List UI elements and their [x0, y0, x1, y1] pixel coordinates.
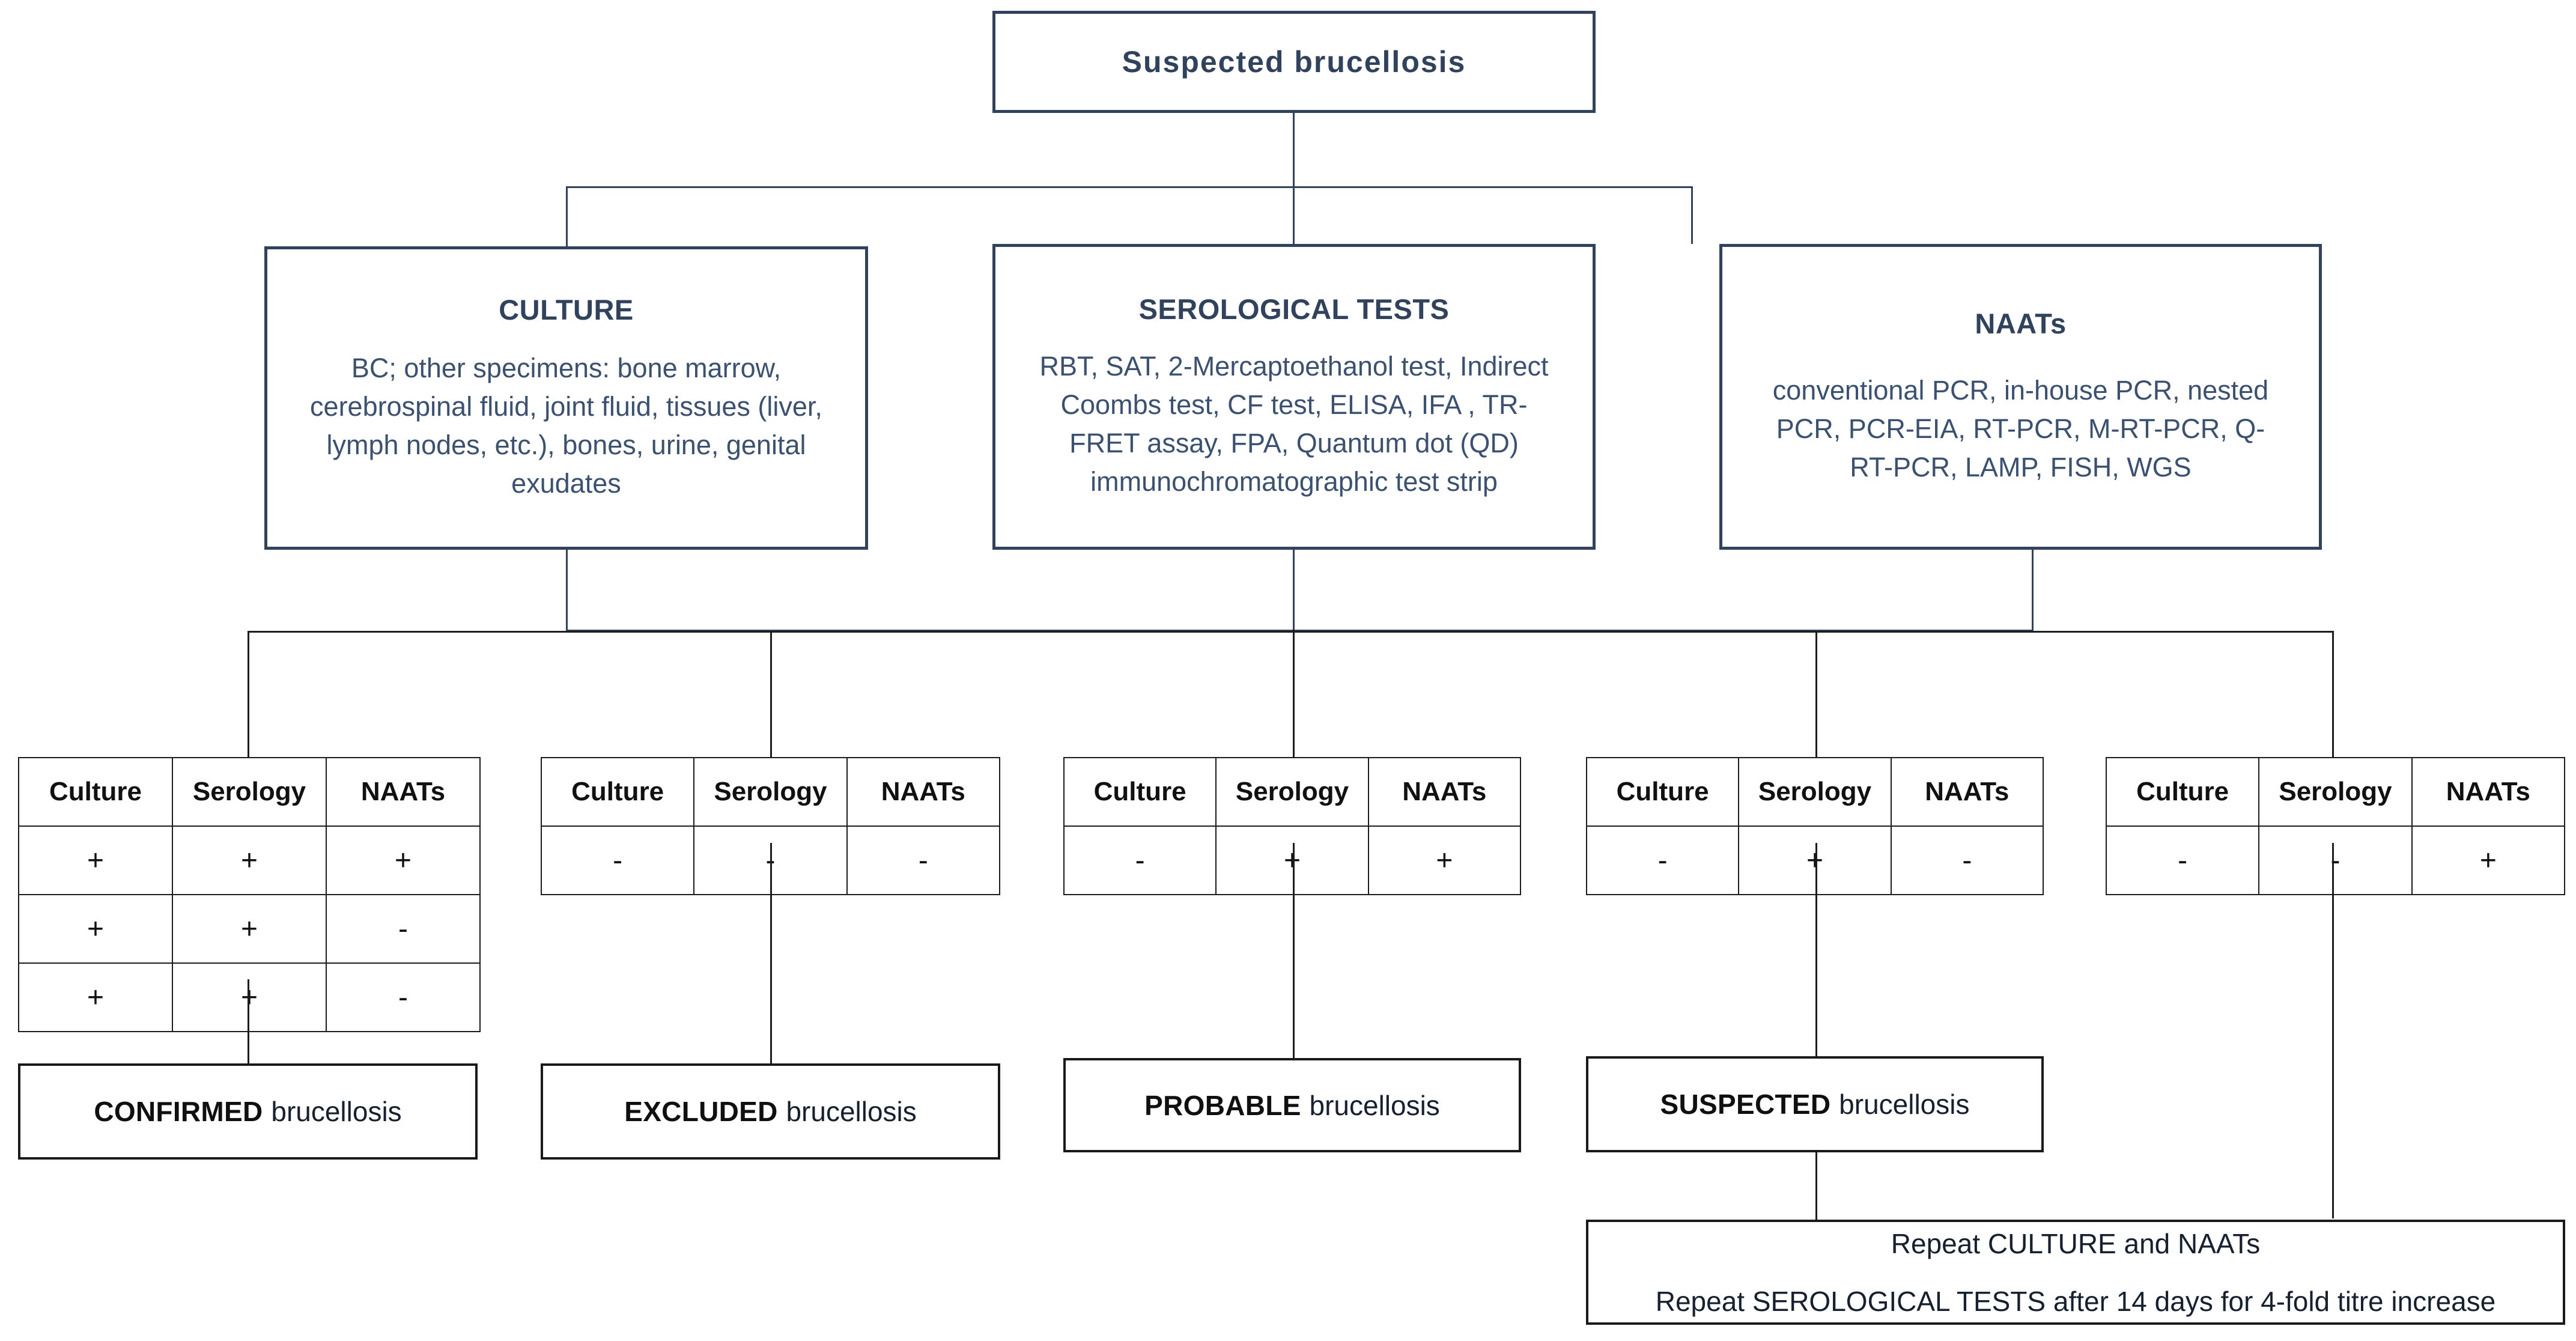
node-culture: CULTURE BC; other specimens: bone marrow…	[264, 246, 868, 550]
result-cell-culture: +	[18, 962, 173, 1032]
connector-table4-to-suspected	[1815, 843, 1817, 1056]
serology-title: SEROLOGICAL TESTS	[1138, 293, 1450, 326]
column-header-culture: Culture	[2105, 757, 2260, 827]
conclusion-suspected-text: brucellosis	[1839, 1089, 1970, 1120]
connector-fanout-to-table-2	[770, 631, 772, 757]
connector-fanout-to-table-5	[2332, 631, 2334, 757]
result-cell-naats: -	[326, 962, 481, 1032]
node-naats: NAATs conventional PCR, in-house PCR, ne…	[1719, 244, 2322, 550]
connector-suspected-to-repeat	[1815, 1152, 1817, 1220]
result-cell-naats: -	[846, 826, 1001, 895]
connector-bus-top	[566, 186, 1692, 188]
table-row: -+-	[1585, 826, 2044, 895]
conclusion-confirmed: CONFIRMED brucellosis	[18, 1063, 478, 1160]
result-cell-serology: +	[172, 962, 327, 1032]
root-title: Suspected brucellosis	[1122, 45, 1466, 79]
serology-body: RBT, SAT, 2-Mercaptoethanol test, Indire…	[1039, 351, 1549, 497]
connector-serology-down	[1293, 550, 1295, 630]
connector-bus-to-culture	[566, 186, 568, 246]
table-row: -++	[1063, 826, 1522, 895]
conclusion-probable-emphasis: PROBABLE	[1144, 1089, 1301, 1121]
result-cell-naats: +	[1367, 826, 1522, 895]
connector-root-down	[1293, 113, 1295, 186]
table-row: --+	[2105, 826, 2566, 895]
column-header-naats: NAATs	[846, 757, 1001, 827]
connector-table3-to-probable	[1293, 843, 1295, 1058]
column-header-culture: Culture	[540, 757, 695, 827]
result-cell-serology: +	[172, 826, 327, 895]
conclusion-excluded-emphasis: EXCLUDED	[624, 1096, 778, 1127]
conclusion-suspected-emphasis: SUSPECTED	[1660, 1089, 1831, 1120]
naats-title: NAATs	[1975, 308, 2067, 340]
column-header-serology: Serology	[1738, 757, 1892, 827]
result-cell-culture: -	[1585, 826, 1740, 895]
column-header-serology: Serology	[2258, 757, 2413, 827]
table-row: ++-	[18, 962, 481, 1032]
column-header-serology: Serology	[693, 757, 848, 827]
table-row: +++	[18, 826, 481, 895]
result-cell-culture: +	[18, 894, 173, 964]
connector-naats-down	[2032, 550, 2034, 630]
result-cell-culture: -	[2105, 826, 2260, 895]
naats-body: conventional PCR, in-house PCR, nested P…	[1772, 375, 2269, 482]
conclusion-suspected: SUSPECTED brucellosis	[1586, 1056, 2044, 1152]
result-cell-naats: -	[1890, 826, 2044, 895]
node-repeat-instructions: Repeat CULTURE and NAATs Repeat SEROLOGI…	[1586, 1220, 2565, 1325]
column-header-culture: Culture	[1585, 757, 1740, 827]
column-header-serology: Serology	[172, 757, 327, 827]
column-header-naats: NAATs	[326, 757, 481, 827]
repeat-line-2: Repeat SEROLOGICAL TESTS after 14 days f…	[1655, 1285, 2496, 1317]
result-cell-naats: +	[326, 826, 481, 895]
result-cell-naats: +	[2411, 826, 2566, 895]
connector-bus-merge	[566, 630, 2034, 631]
connector-bus-to-naats	[1691, 186, 1693, 244]
connector-table5-to-repeat	[2332, 843, 2334, 1218]
connector-fanout-to-table-1	[248, 631, 249, 757]
connector-bus-fanout	[248, 631, 2332, 633]
connector-table1-to-confirmed	[248, 979, 249, 1063]
column-header-culture: Culture	[1063, 757, 1217, 827]
conclusion-excluded-text: brucellosis	[786, 1096, 917, 1127]
conclusion-confirmed-text: brucellosis	[271, 1096, 402, 1127]
result-cell-serology: +	[1215, 826, 1369, 895]
repeat-line-1: Repeat CULTURE and NAATs	[1891, 1227, 2261, 1259]
connector-culture-down	[566, 550, 568, 630]
node-serological-tests: SEROLOGICAL TESTS RBT, SAT, 2-Mercaptoet…	[992, 244, 1596, 550]
connector-bus-to-serology	[1293, 186, 1295, 244]
column-header-serology: Serology	[1215, 757, 1369, 827]
root-node-suspected-brucellosis: Suspected brucellosis	[992, 11, 1596, 113]
column-header-naats: NAATs	[1367, 757, 1522, 827]
result-cell-naats: -	[326, 894, 481, 964]
connector-fanout-to-table-4	[1815, 631, 1817, 757]
culture-body: BC; other specimens: bone marrow, cerebr…	[310, 353, 822, 499]
conclusion-confirmed-emphasis: CONFIRMED	[94, 1096, 263, 1127]
column-header-culture: Culture	[18, 757, 173, 827]
result-cell-culture: -	[540, 826, 695, 895]
culture-title: CULTURE	[499, 294, 634, 326]
column-header-naats: NAATs	[1890, 757, 2044, 827]
conclusion-probable-text: brucellosis	[1309, 1089, 1440, 1121]
column-header-naats: NAATs	[2411, 757, 2566, 827]
result-cell-serology: -	[2258, 826, 2413, 895]
table-row: ++-	[18, 894, 481, 964]
connector-fanout-to-table-3	[1293, 631, 1295, 757]
conclusion-excluded: EXCLUDED brucellosis	[541, 1063, 1000, 1160]
result-cell-serology: +	[1738, 826, 1892, 895]
connector-table2-to-excluded	[770, 843, 772, 1063]
result-cell-culture: -	[1063, 826, 1217, 895]
result-cell-culture: +	[18, 826, 173, 895]
result-cell-serology: +	[172, 894, 327, 964]
